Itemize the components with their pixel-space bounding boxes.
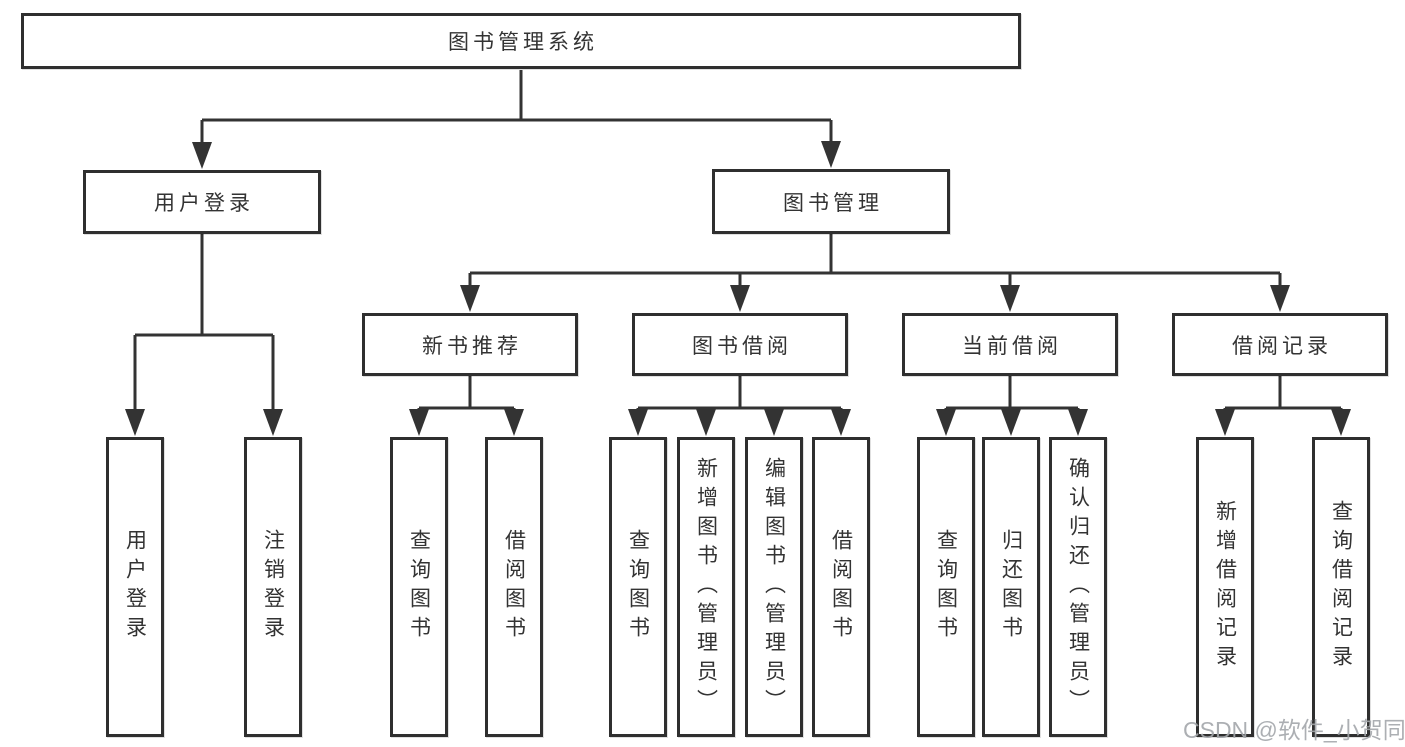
leaf-label: 新增图书（管理员） [694,456,718,718]
connector-borrowing-children [636,376,843,412]
leaf-query-books-current: 查询图书 [917,437,975,737]
leaf-return-books: 归还图书 [982,437,1040,737]
leaf-logout-login: 注销登录 [244,437,302,737]
node-label: 图书借阅 [692,334,792,358]
arrowhead-records-query [1331,409,1351,436]
leaf-label: 借阅图书 [829,529,853,645]
arrowhead-current-query [936,409,956,436]
leaf-add-books-admin: 新增图书（管理员） [677,437,735,737]
arrowhead-current-return [1001,409,1021,436]
leaf-label: 新增借阅记录 [1213,500,1237,674]
node-user-login: 用户登录 [83,170,321,234]
leaf-add-borrow-record: 新增借阅记录 [1196,437,1254,737]
node-borrowing-records: 借阅记录 [1172,313,1388,376]
watermark-text: CSDN @软件_小贺同学 [1183,717,1405,743]
connector-current-children [944,376,1080,412]
node-new-book-recommendation: 新书推荐 [362,313,578,376]
leaf-label: 查询图书 [934,529,958,645]
leaf-label: 用户登录 [123,529,147,645]
arrowhead-leaf-logout [263,409,283,436]
leaf-label: 编辑图书（管理员） [762,456,786,718]
connector-recommendation-children [417,376,516,412]
arrowhead-records-add [1215,409,1235,436]
arrowhead-book-management [821,141,841,168]
leaf-label: 查询借阅记录 [1329,500,1353,674]
node-book-management: 图书管理 [712,169,950,234]
connector-book-management-children [468,234,1282,288]
arrowhead-borrowing-records [1270,285,1290,312]
node-library-management-system: 图书管理系统 [21,13,1021,69]
leaf-label: 注销登录 [261,529,285,645]
arrowhead-borrowing-edit [764,409,784,436]
node-book-borrowing: 图书借阅 [632,313,848,376]
arrowhead-current-borrowing [1000,285,1020,312]
leaf-confirm-return-admin: 确认归还（管理员） [1049,437,1107,737]
leaf-label: 查询图书 [626,529,650,645]
arrowhead-new-book-recommendation [460,285,480,312]
leaf-edit-books-admin: 编辑图书（管理员） [745,437,803,737]
leaf-query-borrow-record: 查询借阅记录 [1312,437,1370,737]
leaf-borrow-books-recommend: 借阅图书 [485,437,543,737]
node-label: 新书推荐 [422,334,522,358]
node-label: 当前借阅 [962,334,1062,358]
arrowhead-leaf-user-login [125,409,145,436]
node-label: 图书管理 [783,191,883,215]
leaf-borrow-books-borrowing: 借阅图书 [812,437,870,737]
node-current-borrowing: 当前借阅 [902,313,1118,376]
leaf-label: 归还图书 [999,529,1023,645]
leaf-label: 查询图书 [407,529,431,645]
leaf-label: 借阅图书 [502,529,526,645]
connector-user-login-children [133,234,275,412]
arrowhead-recommend-borrow [504,409,524,436]
node-label: 借阅记录 [1232,334,1332,358]
leaf-label: 确认归还（管理员） [1066,456,1090,718]
connector-records-children [1223,376,1343,412]
leaf-query-books-borrowing: 查询图书 [609,437,667,737]
arrowhead-borrowing-query [628,409,648,436]
arrowhead-borrowing-add [696,409,716,436]
connector-root-to-level2 [200,70,833,144]
arrowhead-user-login [192,142,212,169]
node-label: 用户登录 [154,192,254,215]
node-label: 图书管理系统 [448,31,598,54]
arrowhead-recommend-query [409,409,429,436]
leaf-user-login: 用户登录 [106,437,164,737]
leaf-query-books-recommend: 查询图书 [390,437,448,737]
arrowhead-current-confirm [1068,409,1088,436]
arrowhead-book-borrowing [730,285,750,312]
arrowhead-borrowing-borrow [831,409,851,436]
